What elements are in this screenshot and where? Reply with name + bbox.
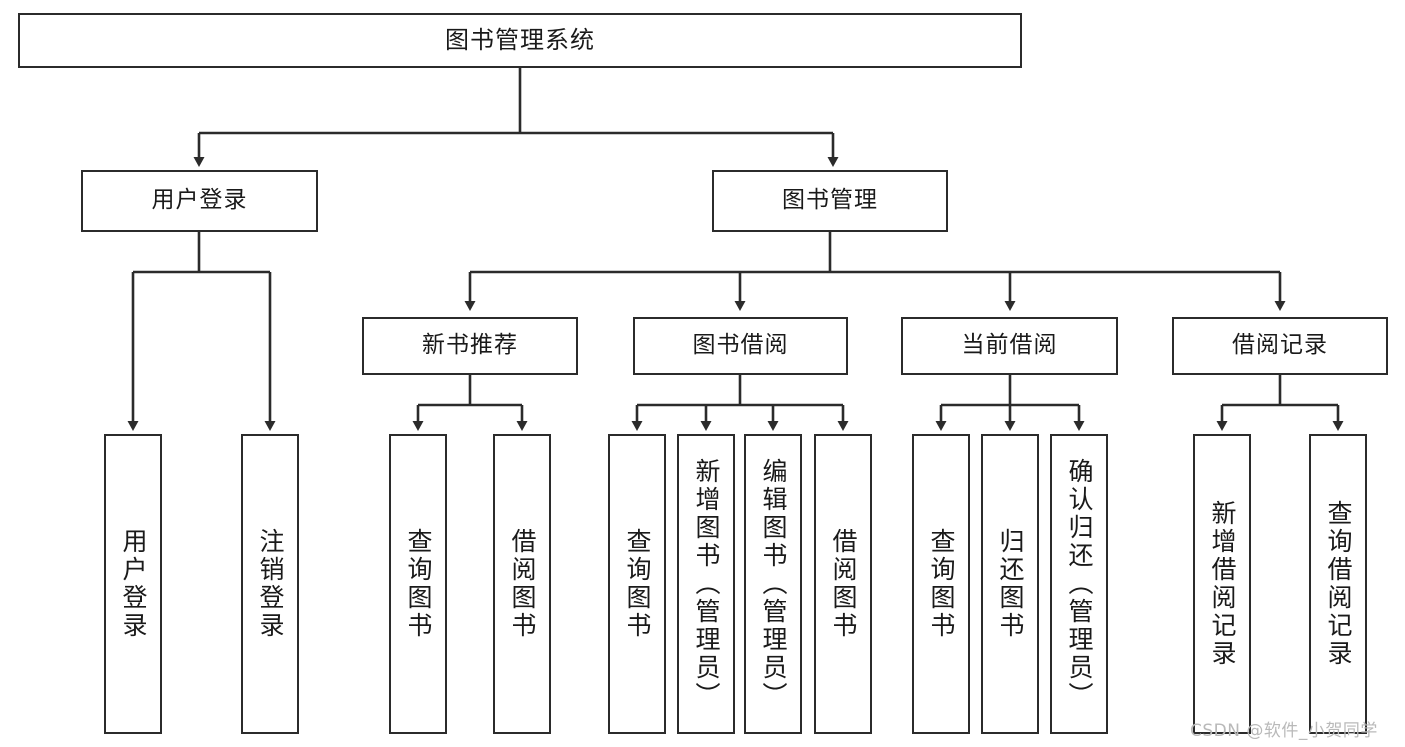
node-root-system[interactable]: 图书管理系统 bbox=[18, 13, 1022, 68]
node-label: 借阅图书 bbox=[508, 528, 537, 640]
node-label: 查询图书 bbox=[927, 528, 956, 640]
node-new-book-recommend[interactable]: 新书推荐 bbox=[362, 317, 578, 375]
node-label: 当前借阅 bbox=[961, 332, 1058, 359]
leaf-borrow-edit-book-admin[interactable]: 编辑图书（管理员） bbox=[744, 434, 802, 734]
leaf-current-return-book[interactable]: 归还图书 bbox=[981, 434, 1039, 734]
leaf-user-login-logout[interactable]: 注销登录 bbox=[241, 434, 299, 734]
leaf-current-confirm-return-admin[interactable]: 确认归还（管理员） bbox=[1050, 434, 1108, 734]
node-label: 借阅图书 bbox=[829, 528, 858, 640]
node-label: 查询借阅记录 bbox=[1324, 500, 1353, 668]
node-borrow-records[interactable]: 借阅记录 bbox=[1172, 317, 1388, 375]
node-label: 查询图书 bbox=[404, 528, 433, 640]
node-label: 归还图书 bbox=[996, 528, 1025, 640]
leaf-borrow-borrow-book[interactable]: 借阅图书 bbox=[814, 434, 872, 734]
node-label: 图书管理系统 bbox=[445, 26, 595, 55]
leaf-current-query-book[interactable]: 查询图书 bbox=[912, 434, 970, 734]
node-label: 新增借阅记录 bbox=[1208, 500, 1237, 668]
node-label: 新书推荐 bbox=[422, 332, 518, 359]
node-book-management[interactable]: 图书管理 bbox=[712, 170, 948, 232]
leaf-records-query-record[interactable]: 查询借阅记录 bbox=[1309, 434, 1367, 734]
node-label: 确认归还（管理员） bbox=[1065, 458, 1094, 710]
node-label: 图书借阅 bbox=[692, 332, 789, 359]
node-current-borrow[interactable]: 当前借阅 bbox=[901, 317, 1118, 375]
node-label: 注销登录 bbox=[256, 528, 285, 640]
leaf-recommend-borrow-book[interactable]: 借阅图书 bbox=[493, 434, 551, 734]
watermark: CSDN @软件_小贺同学 bbox=[1190, 721, 1378, 741]
leaf-borrow-query-book[interactable]: 查询图书 bbox=[608, 434, 666, 734]
node-label: 编辑图书（管理员） bbox=[759, 458, 788, 710]
node-label: 借阅记录 bbox=[1232, 332, 1328, 359]
node-label: 用户登录 bbox=[119, 528, 148, 640]
leaf-recommend-query-book[interactable]: 查询图书 bbox=[389, 434, 447, 734]
leaf-user-login-login[interactable]: 用户登录 bbox=[104, 434, 162, 734]
node-label: 用户登录 bbox=[151, 187, 248, 214]
node-label: 新增图书（管理员） bbox=[692, 458, 721, 710]
leaf-borrow-add-book-admin[interactable]: 新增图书（管理员） bbox=[677, 434, 735, 734]
node-label: 查询图书 bbox=[623, 528, 652, 640]
leaf-records-add-record[interactable]: 新增借阅记录 bbox=[1193, 434, 1251, 734]
node-book-borrow[interactable]: 图书借阅 bbox=[633, 317, 848, 375]
node-user-login[interactable]: 用户登录 bbox=[81, 170, 318, 232]
node-label: 图书管理 bbox=[782, 187, 878, 214]
